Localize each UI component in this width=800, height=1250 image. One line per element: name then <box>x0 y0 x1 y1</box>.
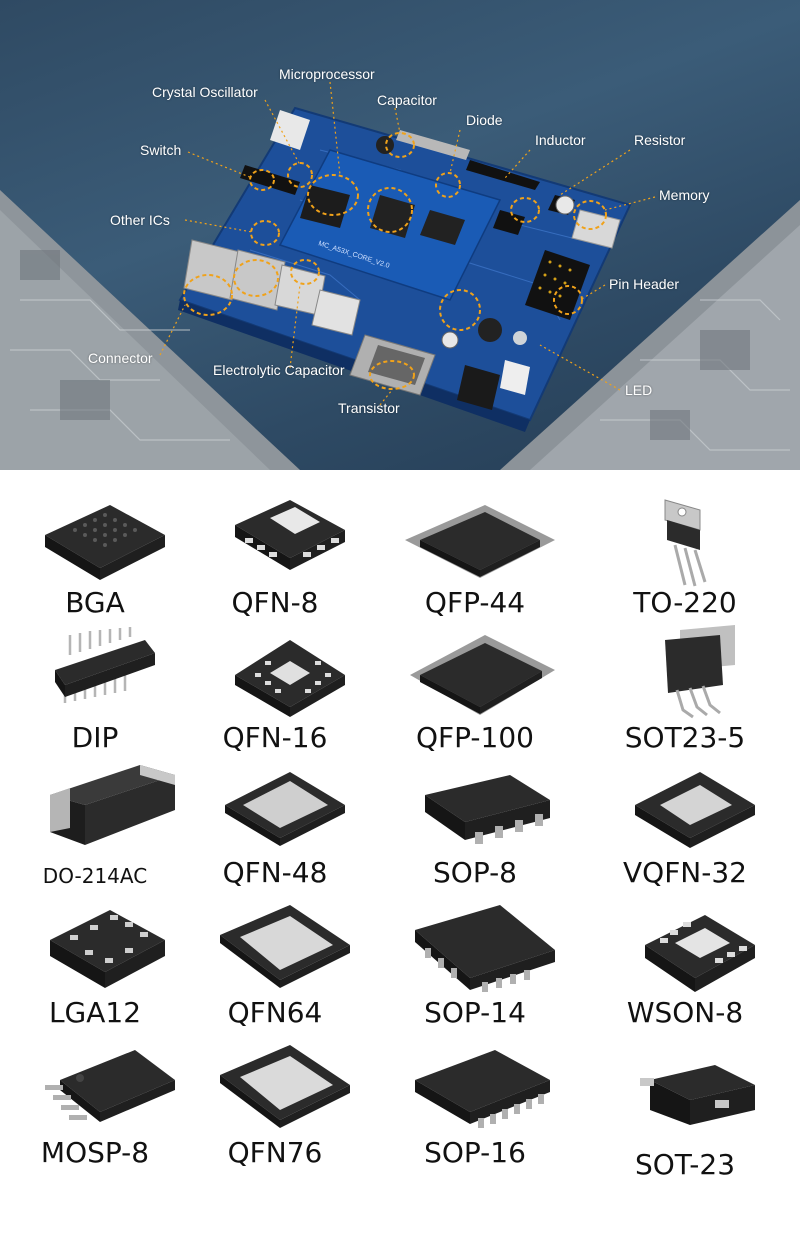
package-label: DO-214AC <box>42 864 148 888</box>
package-card: SOP-8 <box>380 760 570 900</box>
package-card: VQFN-32 <box>590 760 780 900</box>
qfn-8-chip-icon <box>180 490 370 590</box>
package-label: QFN64 <box>227 996 323 1029</box>
package-card: QFN76 <box>180 1040 370 1180</box>
package-label: QFP-100 <box>416 721 534 754</box>
package-label: SOT23-5 <box>624 721 746 754</box>
package-label: WSON-8 <box>626 996 744 1029</box>
pin-header <box>525 250 590 320</box>
annotation-markers <box>183 132 607 390</box>
package-card: SOP-16 <box>380 1040 570 1180</box>
lga12-chip-icon <box>0 900 190 1000</box>
label-microprocessor: Microprocessor <box>279 66 375 82</box>
qfn-16-chip-icon <box>180 625 370 725</box>
pcb-components-banner: MC_A53X_CORE_V2.0 <box>0 0 800 470</box>
package-label: QFN-16 <box>222 721 328 754</box>
label-crystal-oscillator: Crystal Oscillator <box>152 84 258 100</box>
package-label: LGA12 <box>48 996 142 1029</box>
package-label: QFP-44 <box>424 586 526 619</box>
package-card: DO-214AC <box>0 760 190 900</box>
label-pin-header: Pin Header <box>609 276 680 292</box>
package-label: MOSP-8 <box>40 1136 150 1169</box>
qfp-44-chip-icon <box>380 490 570 590</box>
package-label: QFN76 <box>227 1136 323 1169</box>
label-other-ics: Other ICs <box>110 212 170 228</box>
package-card: QFP-44 <box>380 490 570 630</box>
package-label: QFN-48 <box>222 856 328 889</box>
package-card: SOT-23 <box>590 1040 780 1181</box>
do-214ac-diode-icon <box>0 760 190 860</box>
package-label: VQFN-32 <box>623 856 747 889</box>
package-label: DIP <box>71 721 119 754</box>
pcb-illustration: MC_A53X_CORE_V2.0 <box>0 81 800 470</box>
wson-8-chip-icon <box>590 900 780 1000</box>
package-card: QFN-16 <box>180 625 370 765</box>
package-card: QFN-48 <box>180 760 370 900</box>
sot23-5-chip-icon <box>590 625 780 725</box>
qfn64-chip-icon <box>180 900 370 1000</box>
sot-23-chip-icon <box>590 1040 780 1140</box>
label-capacitor: Capacitor <box>377 92 437 108</box>
leader-lines <box>159 81 656 406</box>
microprocessor-chip <box>300 185 350 228</box>
label-switch: Switch <box>140 142 182 158</box>
package-card: LGA12 <box>0 900 190 1040</box>
bga-chip-icon <box>0 490 190 590</box>
label-diode: Diode <box>466 112 503 128</box>
package-card: MOSP-8 <box>0 1040 190 1180</box>
package-card: SOT23-5 <box>590 625 780 765</box>
label-led: LED <box>625 382 653 398</box>
package-card: DIP <box>0 625 190 765</box>
package-label: SOT-23 <box>634 1148 736 1181</box>
sop-16-chip-icon <box>380 1040 570 1140</box>
package-label: SOP-8 <box>433 856 517 889</box>
package-grid: BGA QFN-8 <box>0 490 800 1250</box>
ethernet-port <box>183 239 241 301</box>
package-label: QFN-8 <box>231 586 319 619</box>
package-card: BGA <box>0 490 190 630</box>
package-card: WSON-8 <box>590 900 780 1040</box>
sop-8-chip-icon <box>380 760 570 860</box>
qfn76-chip-icon <box>180 1040 370 1140</box>
capacitor-part <box>376 136 394 154</box>
package-label: BGA <box>65 586 125 619</box>
inductor-part <box>478 318 502 342</box>
soc-chip <box>370 195 415 238</box>
mosp-8-chip-icon <box>0 1040 190 1140</box>
package-card: QFN64 <box>180 900 370 1040</box>
label-memory: Memory <box>659 187 710 203</box>
package-label: SOP-14 <box>424 996 526 1029</box>
label-inductor: Inductor <box>535 132 586 148</box>
label-connector: Connector <box>88 350 153 366</box>
sop-14-chip-icon <box>380 900 570 1000</box>
package-card: SOP-14 <box>380 900 570 1040</box>
package-label: SOP-16 <box>424 1136 526 1169</box>
dip-chip-icon <box>0 625 190 725</box>
label-resistor: Resistor <box>634 132 686 148</box>
to-220-transistor-icon <box>590 490 780 590</box>
qfn-48-chip-icon <box>180 760 370 860</box>
white-connector <box>270 110 310 150</box>
package-card: QFN-8 <box>180 490 370 630</box>
label-transistor: Transistor <box>338 400 400 416</box>
package-card: TO-220 <box>590 490 780 630</box>
qfp-100-chip-icon <box>380 625 570 725</box>
vqfn-32-chip-icon <box>590 760 780 860</box>
package-label: TO-220 <box>633 586 737 619</box>
label-electrolytic-capacitor: Electrolytic Capacitor <box>213 362 345 378</box>
package-card: QFP-100 <box>380 625 570 765</box>
